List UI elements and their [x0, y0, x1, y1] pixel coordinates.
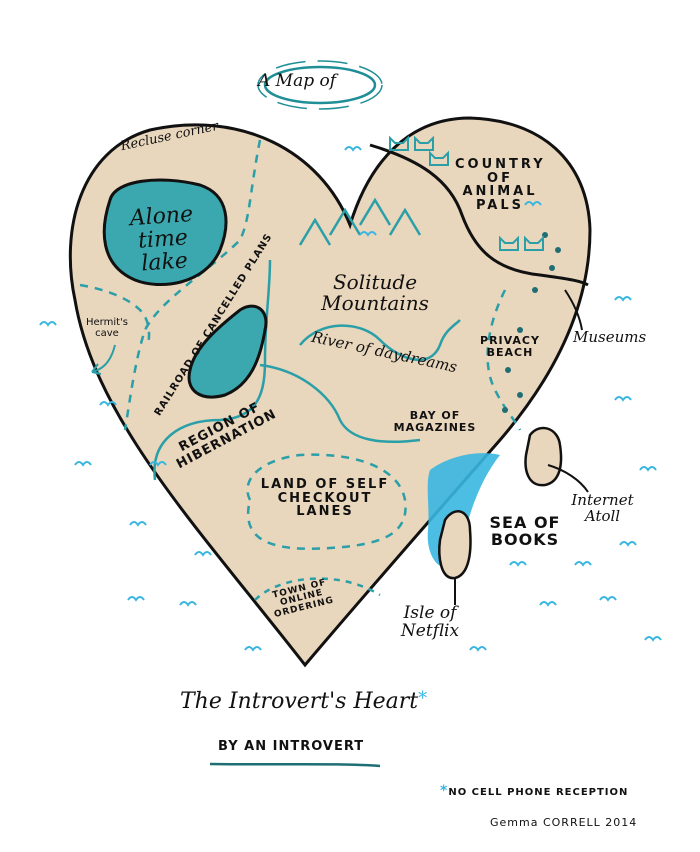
- label-country-of-animal-pals: COUNTRY OF ANIMAL PALS: [455, 157, 546, 213]
- alone-time-lake: [102, 178, 228, 287]
- footer-title: The Introvert's Heart*: [180, 688, 428, 714]
- label-solitude-mountains: Solitude Mountains: [321, 270, 429, 315]
- footer-subtitle: BY AN INTROVERT: [218, 739, 365, 754]
- map-badge: A Map of: [258, 71, 337, 91]
- label-alone-time-lake: Alone time lake: [128, 201, 194, 277]
- asterisk-icon: *: [418, 688, 428, 709]
- label-isle-of-netflix: Isle of Netflix: [400, 603, 460, 641]
- footer-credit: Gemma CORRELL 2014: [490, 816, 638, 829]
- label-privacy-beach: PRIVACY BEACH: [480, 334, 540, 359]
- label-hermits-cave: Hermit's cave: [85, 317, 128, 339]
- footer-footnote: *NO CELL PHONE RECEPTION: [440, 784, 628, 799]
- internet-atoll: [524, 426, 563, 487]
- title-text: The Introvert's Heart: [180, 689, 419, 714]
- label-bay-of-magazines: BAY OF MAGAZINES: [393, 409, 477, 434]
- label-land-of-self-checkout: LAND OF SELF CHECKOUT LANES: [260, 477, 390, 520]
- asterisk-icon: *: [440, 783, 449, 799]
- label-internet-atoll: Internet Atoll: [571, 491, 634, 525]
- isle-of-netflix: [438, 510, 472, 580]
- footnote-text: NO CELL PHONE RECEPTION: [448, 787, 629, 798]
- small-lake: [187, 304, 268, 399]
- label-museums: Museums: [573, 328, 647, 346]
- label-sea-of-books: SEA OF BOOKS: [489, 513, 561, 549]
